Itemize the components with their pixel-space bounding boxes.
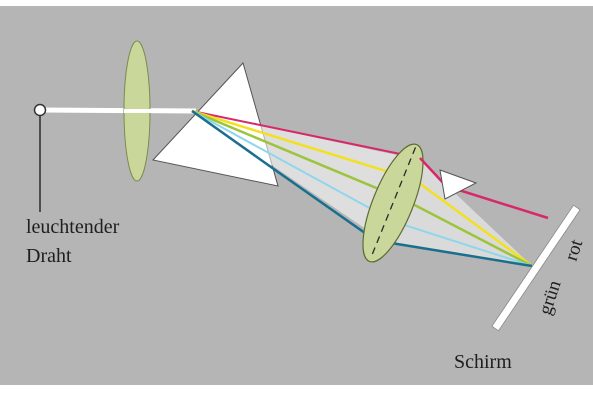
ray-yellow [191,109,416,182]
screen [491,204,581,332]
focusing-lens [362,143,424,263]
wire-source-icon [33,103,47,117]
spectrum-fan [192,111,420,242]
ray-magenta [191,110,421,159]
label-source-line1: leuchtender [26,216,120,238]
ray-green [191,109,406,202]
ray-cyan [191,110,396,223]
label-screen: Schirm [454,351,512,373]
small-prism [439,169,478,200]
white-light-beam [39,107,197,114]
label-source-line2: Draht [26,245,72,267]
